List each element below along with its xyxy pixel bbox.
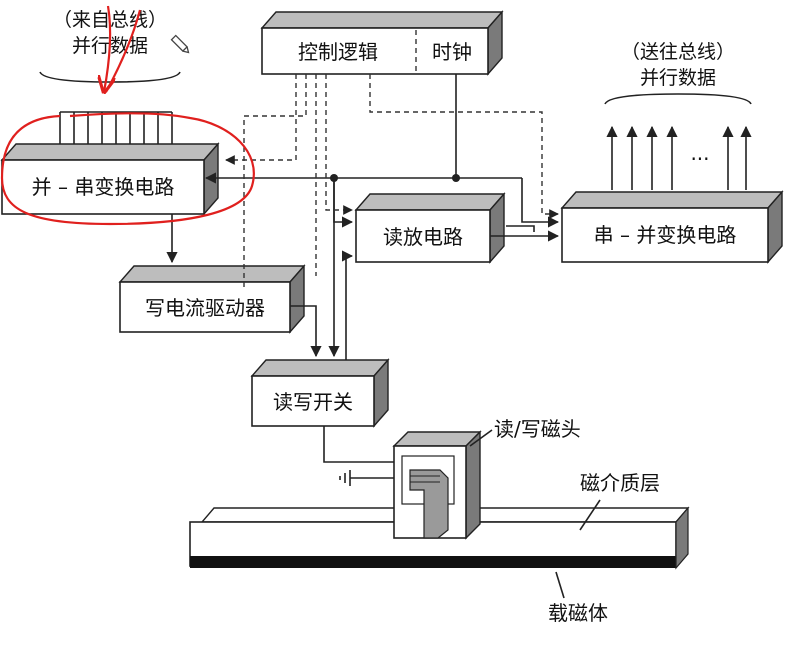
read-amp-label: 读放电路 bbox=[383, 225, 463, 249]
control-logic-box: 控制逻辑 时钟 bbox=[260, 10, 504, 76]
magnetic-layer-label: 磁介质层 bbox=[580, 471, 660, 495]
rw-head-label: 读/写磁头 bbox=[494, 417, 581, 441]
output-bus-label-2: 并行数据 bbox=[640, 67, 716, 89]
read-amp-box: 读放电路 bbox=[354, 192, 506, 264]
serial-parallel-box: 串 – 并变换电路 bbox=[560, 190, 784, 264]
rw-switch-box: 读写开关 bbox=[250, 358, 390, 428]
pencil-icon[interactable] bbox=[170, 34, 191, 55]
rw-switch-label: 读写开关 bbox=[273, 390, 353, 414]
output-bus-brace bbox=[604, 93, 752, 105]
output-bus-label-1: （送往总线） bbox=[621, 41, 735, 63]
dashed-control-lines bbox=[225, 74, 559, 290]
output-data-arrows bbox=[606, 125, 752, 190]
parallel-serial-label: 并 – 串变换电路 bbox=[32, 175, 175, 199]
write-driver-label: 写电流驱动器 bbox=[145, 296, 265, 320]
write-driver-box: 写电流驱动器 bbox=[118, 264, 306, 334]
input-bus-brace bbox=[39, 71, 181, 83]
control-logic-label: 控制逻辑 bbox=[298, 40, 378, 64]
serial-parallel-label: 串 – 并变换电路 bbox=[594, 223, 737, 247]
red-annotation bbox=[0, 5, 255, 226]
clock-label: 时钟 bbox=[432, 40, 472, 64]
output-ellipsis: ··· bbox=[690, 147, 709, 171]
rw-head bbox=[392, 430, 482, 540]
parallel-serial-box: 并 – 串变换电路 bbox=[0, 142, 220, 216]
substrate-label: 载磁体 bbox=[548, 601, 608, 625]
